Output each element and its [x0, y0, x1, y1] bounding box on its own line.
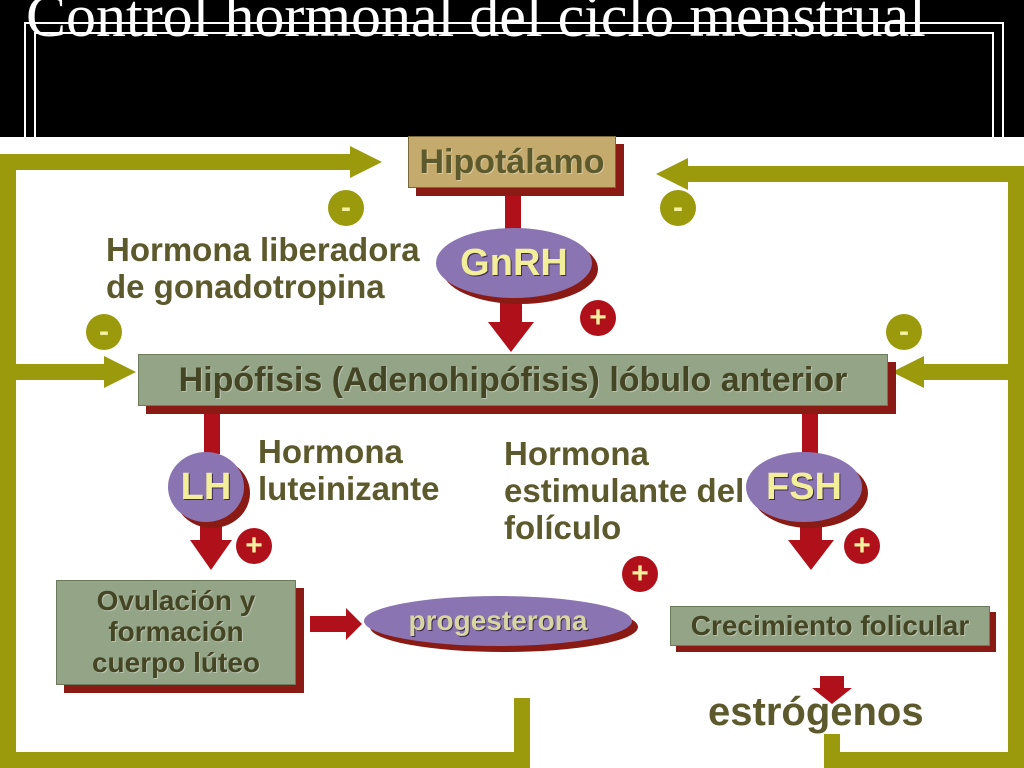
arrow-fsh-growth-head	[788, 540, 834, 570]
negative-sign-pituitary-left: -	[86, 314, 122, 350]
estrogens-label: estrógenos	[708, 690, 924, 734]
arrowhead-to-pituitary-left	[104, 356, 136, 388]
arrow-gnrh-pituitary-head	[488, 322, 534, 352]
arrow-lh-ovulation-shaft	[200, 522, 222, 542]
arrowhead-to-hypothalamus-left	[350, 146, 382, 178]
title-frame-outer	[24, 22, 1004, 164]
negative-sign-hypo-right: -	[660, 190, 696, 226]
arrowhead-to-pituitary-right	[892, 356, 924, 388]
fsh-description-line-3: folículo	[504, 508, 622, 546]
right-outer-feedback-line	[680, 166, 1024, 768]
lh-description: Hormona luteinizante	[258, 433, 440, 508]
lh-description-line-2: luteinizante	[258, 469, 440, 507]
fsh-description-line-2: estimulante del	[504, 471, 745, 509]
hypothalamus-box: Hipotálamo	[408, 136, 616, 188]
arrow-growth-estrogen-head	[812, 688, 852, 704]
arrow-fsh-growth-shaft	[800, 522, 822, 542]
gnrh-ellipse: GnRH	[436, 228, 592, 298]
positive-sign-fsh: +	[844, 528, 880, 564]
lh-ellipse: LH	[168, 452, 244, 522]
positive-sign-progesterone: +	[622, 556, 658, 592]
fsh-description-line-1: Hormona	[504, 435, 649, 472]
ovulation-box: Ovulación y formación cuerpo lúteo	[56, 580, 296, 685]
slide-title: Control hormonal del ciclo menstrual	[26, 0, 926, 49]
arrow-ovulation-progesterone-shaft	[310, 616, 350, 632]
fsh-description: Hormona estimulante del folículo	[504, 435, 745, 547]
fsh-ellipse: FSH	[746, 452, 862, 522]
arrow-pituitary-fsh-shaft	[802, 414, 818, 454]
ovulation-line-3: cuerpo lúteo	[91, 646, 260, 678]
arrow-hypo-gnrh-shaft	[505, 196, 521, 230]
title-bar: Control hormonal del ciclo menstrual	[0, 0, 1024, 164]
negative-sign-pituitary-right: -	[886, 314, 922, 350]
arrowhead-to-hypothalamus-right	[656, 158, 688, 190]
gnrh-description: Hormona liberadora de gonadotropina	[106, 231, 420, 306]
gnrh-description-line-1: Hormona liberadora	[106, 231, 420, 268]
arrow-growth-estrogen-shaft	[820, 676, 844, 690]
arrow-pituitary-lh-shaft	[204, 414, 220, 454]
ovulation-line-1: Ovulación y	[96, 585, 256, 617]
ovulation-line-2: formación	[108, 616, 244, 648]
arrow-gnrh-pituitary-shaft	[500, 298, 522, 324]
progesterone-ellipse: progesterona	[364, 596, 632, 646]
positive-sign-lh: +	[236, 528, 272, 564]
positive-sign-gnrh: +	[580, 300, 616, 336]
left-outer-feedback-line	[0, 154, 530, 768]
arrow-ovulation-progesterone-head	[346, 608, 362, 640]
arrow-lh-ovulation-head	[190, 540, 232, 570]
gnrh-description-line-2: de gonadotropina	[106, 267, 385, 305]
negative-sign-hypo-left: -	[328, 190, 364, 226]
follicular-growth-box: Crecimiento folicular	[670, 606, 990, 646]
title-frame-inner	[34, 32, 994, 164]
lh-description-line-1: Hormona	[258, 433, 403, 470]
pituitary-box: Hipófisis (Adenohipófisis) lóbulo anteri…	[138, 354, 888, 406]
